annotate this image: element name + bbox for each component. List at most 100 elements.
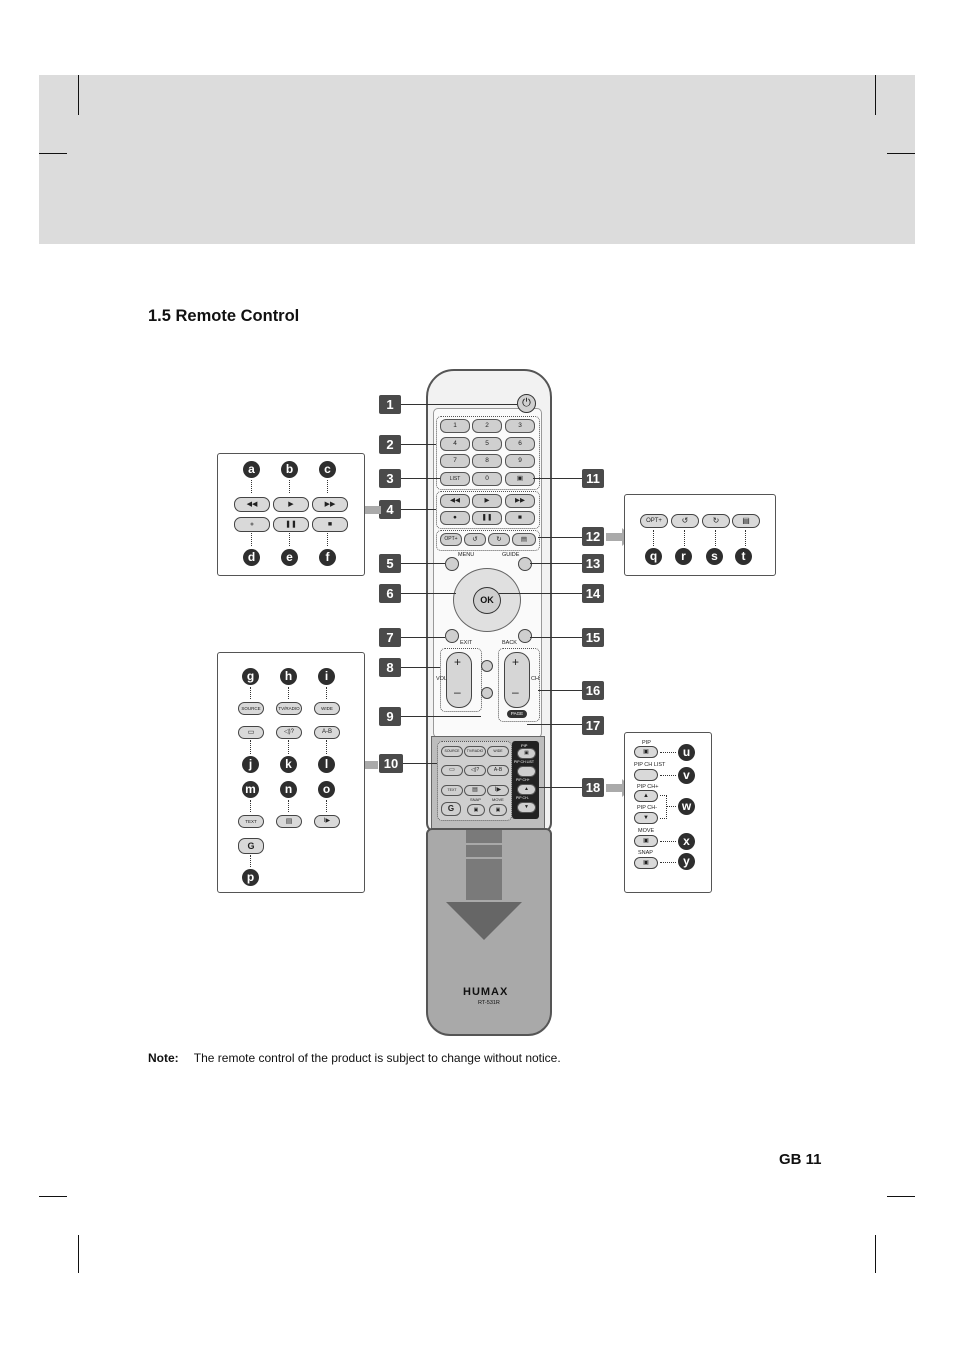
num-key[interactable]: 8 [472, 454, 502, 468]
tv-radio-key[interactable]: TV/RADIO [464, 746, 486, 757]
subtitle-key[interactable]: ▤ [512, 533, 536, 546]
callout-5: 5 [379, 554, 401, 573]
leader-line [538, 690, 582, 691]
info-button[interactable] [481, 660, 493, 672]
g-key[interactable]: G [441, 802, 461, 816]
ab-key[interactable]: A-B [487, 765, 509, 776]
callout-13: 13 [582, 554, 604, 573]
letter-y: y [678, 853, 695, 870]
num-key[interactable]: 1 [440, 419, 470, 433]
back-button[interactable] [518, 629, 532, 643]
dotted-line [289, 480, 290, 493]
dotted-line [745, 530, 746, 546]
wide-key[interactable]: WIDE [314, 702, 340, 715]
pip-ch-down-key[interactable]: ▼ [634, 812, 658, 824]
dotted-line [660, 775, 676, 776]
pause-key[interactable]: ❚❚ [273, 517, 309, 532]
option-group [436, 530, 540, 551]
num-key[interactable]: 9 [505, 454, 535, 468]
snap-key[interactable]: ▣ [634, 857, 658, 869]
num-key[interactable]: 2 [472, 419, 502, 433]
num-key[interactable]: 4 [440, 437, 470, 451]
pip-ch-up-label: PIP CH+ [637, 784, 659, 790]
page-button[interactable]: PAGE [507, 710, 527, 718]
volume-rocker[interactable] [446, 652, 472, 708]
play-key[interactable]: ▶ [472, 494, 502, 508]
rewind-key[interactable]: ◀◀ [440, 494, 470, 508]
record-key[interactable]: ● [234, 517, 270, 532]
crop-mark [78, 1235, 79, 1273]
skip-key[interactable]: ↻ [488, 533, 510, 546]
fast-forward-key[interactable]: ▶▶ [312, 497, 348, 512]
slow-key[interactable]: I▶ [314, 815, 340, 828]
callout-14: 14 [582, 584, 604, 603]
dotted-line [251, 480, 252, 493]
play-key[interactable]: ▶ [273, 497, 309, 512]
pip-key[interactable]: ▣ [517, 748, 536, 759]
dotted-line [251, 533, 252, 546]
wide-key[interactable]: WIDE [487, 746, 509, 757]
power-button[interactable]: ⏻ [517, 394, 536, 413]
audio-key[interactable]: ◁)? [464, 765, 486, 776]
channel-rocker[interactable] [504, 652, 530, 708]
num-key[interactable]: 3 [505, 419, 535, 433]
source-key[interactable]: SOURCE [238, 702, 264, 715]
ok-button[interactable]: OK [473, 587, 501, 614]
page-number: GB 11 [779, 1151, 822, 1168]
info-key[interactable]: ▣ [505, 472, 535, 486]
letter-w: w [678, 798, 695, 815]
pip-ch-up-key[interactable]: ▲ [517, 784, 536, 795]
menu-button[interactable] [445, 557, 459, 571]
tv-radio-key[interactable]: TV/RADIO [276, 702, 302, 715]
snap-key[interactable]: ▣ [467, 804, 485, 816]
pause-key[interactable]: ❚❚ [472, 511, 502, 525]
move-key[interactable]: ▣ [489, 804, 507, 816]
dotted-line [684, 530, 685, 546]
opt-key[interactable]: OPT+ [640, 514, 668, 528]
replay-key[interactable]: ↺ [671, 514, 699, 528]
teletext-key[interactable]: ▤ [276, 815, 302, 828]
record-key[interactable]: ● [440, 511, 470, 525]
slow-key[interactable]: I▶ [487, 785, 509, 796]
subtitle-key[interactable]: ▭ [441, 765, 463, 776]
guide-button[interactable] [518, 557, 532, 571]
num-key[interactable]: 6 [505, 437, 535, 451]
replay-key[interactable]: ↺ [464, 533, 486, 546]
letter-n: n [280, 781, 297, 798]
teletext-key[interactable]: ▤ [464, 785, 486, 796]
leader-line [533, 478, 582, 479]
letter-d: d [243, 549, 260, 566]
pip-ch-up-key[interactable]: ▲ [634, 790, 658, 802]
subtitle-key[interactable]: ▭ [238, 726, 264, 739]
text-key[interactable]: TEXT [238, 815, 264, 828]
move-key[interactable]: ▣ [634, 835, 658, 847]
num-key[interactable]: 5 [472, 437, 502, 451]
num-key[interactable]: 0 [472, 472, 502, 486]
letter-s: s [706, 548, 723, 565]
skip-key[interactable]: ↻ [702, 514, 730, 528]
g-key[interactable]: G [238, 838, 264, 854]
exit-button[interactable] [445, 629, 459, 643]
mute-button[interactable] [481, 687, 493, 699]
stop-key[interactable]: ■ [312, 517, 348, 532]
ab-key[interactable]: A-B [314, 726, 340, 739]
num-key[interactable]: 7 [440, 454, 470, 468]
fast-forward-key[interactable]: ▶▶ [505, 494, 535, 508]
pip-ch-list-key[interactable] [634, 769, 658, 781]
source-key[interactable]: SOURCE [441, 746, 463, 757]
pip-key[interactable]: ▣ [634, 746, 658, 758]
pip-ch-list-label: PIP CH LIST [634, 762, 666, 768]
audio-key[interactable]: ◁)? [276, 726, 302, 739]
rewind-key[interactable]: ◀◀ [234, 497, 270, 512]
list-key[interactable]: LIST [440, 472, 470, 486]
navigation-ring[interactable] [453, 568, 521, 632]
opt-key[interactable]: OPT+ [440, 533, 462, 546]
pip-ch-list-label: PIP CH LIST [514, 760, 534, 764]
pip-ch-down-key[interactable]: ▼ [517, 802, 536, 813]
stop-key[interactable]: ■ [505, 511, 535, 525]
text-key[interactable]: TEXT [441, 785, 463, 796]
pip-ch-list-key[interactable] [517, 766, 536, 777]
vol-label: VOL [436, 676, 448, 682]
vol-plus: + [454, 655, 462, 669]
subtitle-key[interactable]: ▤ [732, 514, 760, 528]
